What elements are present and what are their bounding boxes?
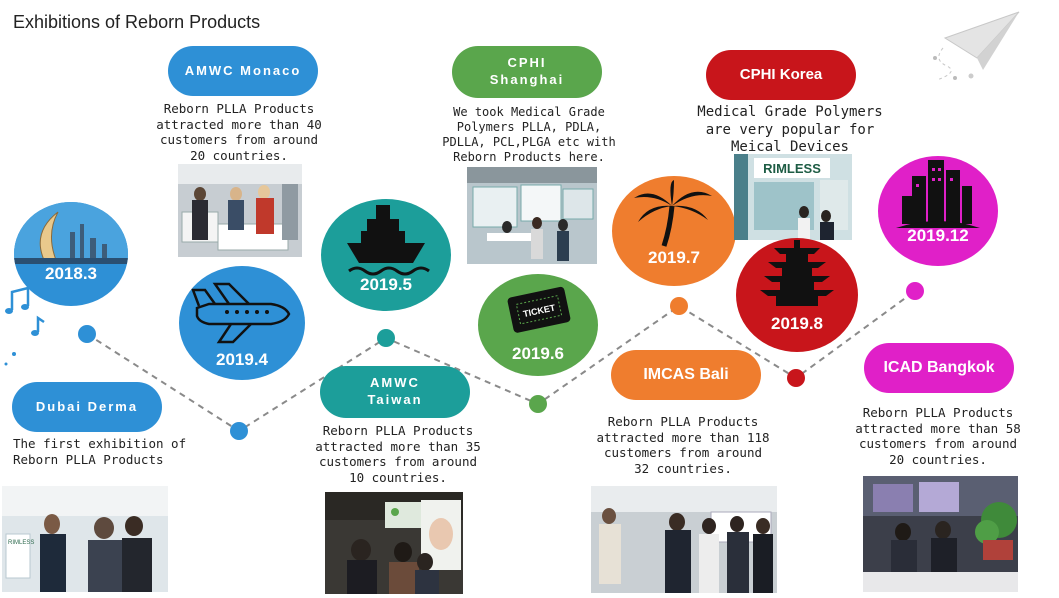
timeline-dot-bali: [670, 297, 688, 315]
date-label: 2019.4: [216, 350, 268, 369]
event-description-bali: Reborn PLLA Products attracted more than…: [596, 414, 770, 476]
date-label: 2019.12: [907, 226, 969, 245]
booth-photo-shanghai: [467, 167, 597, 264]
date-label: 2018.3: [45, 264, 97, 283]
date-circle-korea: 2019.8: [736, 238, 858, 352]
date-circle-bali: 2019.7: [612, 176, 736, 286]
timeline-dot-monaco: [230, 422, 248, 440]
paper-plane-icon: [933, 11, 1020, 81]
airplane-icon: [191, 282, 291, 344]
event-pill-korea: CPHI Korea: [706, 50, 856, 100]
ship-icon: [347, 205, 430, 276]
city-skyline-icon: [14, 202, 128, 264]
booth-photo-korea: RIMLESS: [734, 154, 852, 240]
event-name: CPHI Shanghai: [489, 55, 565, 87]
event-name: Dubai Derma: [35, 398, 139, 414]
date-label: 2019.8: [771, 314, 823, 333]
svg-text:RIMLESS: RIMLESS: [8, 540, 34, 546]
timeline-dot-shanghai: [529, 395, 547, 413]
palm-tree-icon: [634, 180, 712, 247]
event-pill-bangkok: ICAD Bangkok: [864, 343, 1014, 393]
event-pill-monaco: AMWC Monaco: [168, 46, 318, 96]
date-circle-taiwan: 2019.5: [321, 199, 451, 311]
booth-photo-dubai: RIMLESS: [2, 486, 168, 592]
event-name: AMWC Taiwan: [367, 375, 423, 407]
date-circle-monaco: 2019.4: [179, 266, 305, 380]
timeline-dot-taiwan: [377, 329, 395, 347]
page-title: Exhibitions of Reborn Products: [13, 12, 261, 32]
booth-photo-bali: [591, 486, 777, 593]
event-description-monaco: Reborn PLLA Products attracted more than…: [156, 101, 322, 163]
date-label: 2019.6: [512, 344, 564, 363]
date-circle-shanghai: TICKET 2019.6: [478, 274, 598, 376]
timeline-dot-dubai: [78, 325, 96, 343]
event-pill-dubai: Dubai Derma: [12, 382, 162, 432]
event-description-dubai: The first exhibition of Reborn PLLA Prod…: [13, 436, 187, 467]
pagoda-icon: [760, 240, 834, 306]
event-name: IMCAS Bali: [643, 365, 729, 383]
event-name: ICAD Bangkok: [883, 358, 995, 376]
event-description-taiwan: Reborn PLLA Products attracted more than…: [315, 423, 481, 485]
event-pill-shanghai: CPHI Shanghai: [452, 46, 602, 98]
event-pill-bali: IMCAS Bali: [611, 350, 761, 400]
date-label: 2019.7: [648, 248, 700, 267]
timeline-dot-korea: [787, 369, 805, 387]
booth-photo-bangkok: [863, 476, 1018, 592]
event-description-bangkok: Reborn PLLA Products attracted more than…: [855, 405, 1021, 467]
booth-photo-taiwan: [325, 492, 463, 594]
ticket-icon: TICKET: [507, 286, 571, 333]
event-name: CPHI Korea: [739, 66, 823, 84]
date-circle-dubai: 2018.3: [14, 202, 128, 306]
booth-photo-monaco: [178, 164, 302, 257]
booth-sign: RIMLESS: [763, 161, 821, 176]
timeline-dot-bangkok: [906, 282, 924, 300]
event-pill-taiwan: AMWC Taiwan: [320, 366, 470, 418]
date-circle-bangkok: 2019.12: [878, 156, 998, 266]
buildings-icon: [896, 160, 980, 228]
music-note-icon: [4, 286, 45, 366]
event-description-korea: Medical Grade Polymers are very popular …: [697, 104, 883, 155]
event-description-shanghai: We took Medical Grade Polymers PLLA, PDL…: [442, 105, 616, 164]
event-name: AMWC Monaco: [184, 62, 302, 78]
date-label: 2019.5: [360, 275, 412, 294]
